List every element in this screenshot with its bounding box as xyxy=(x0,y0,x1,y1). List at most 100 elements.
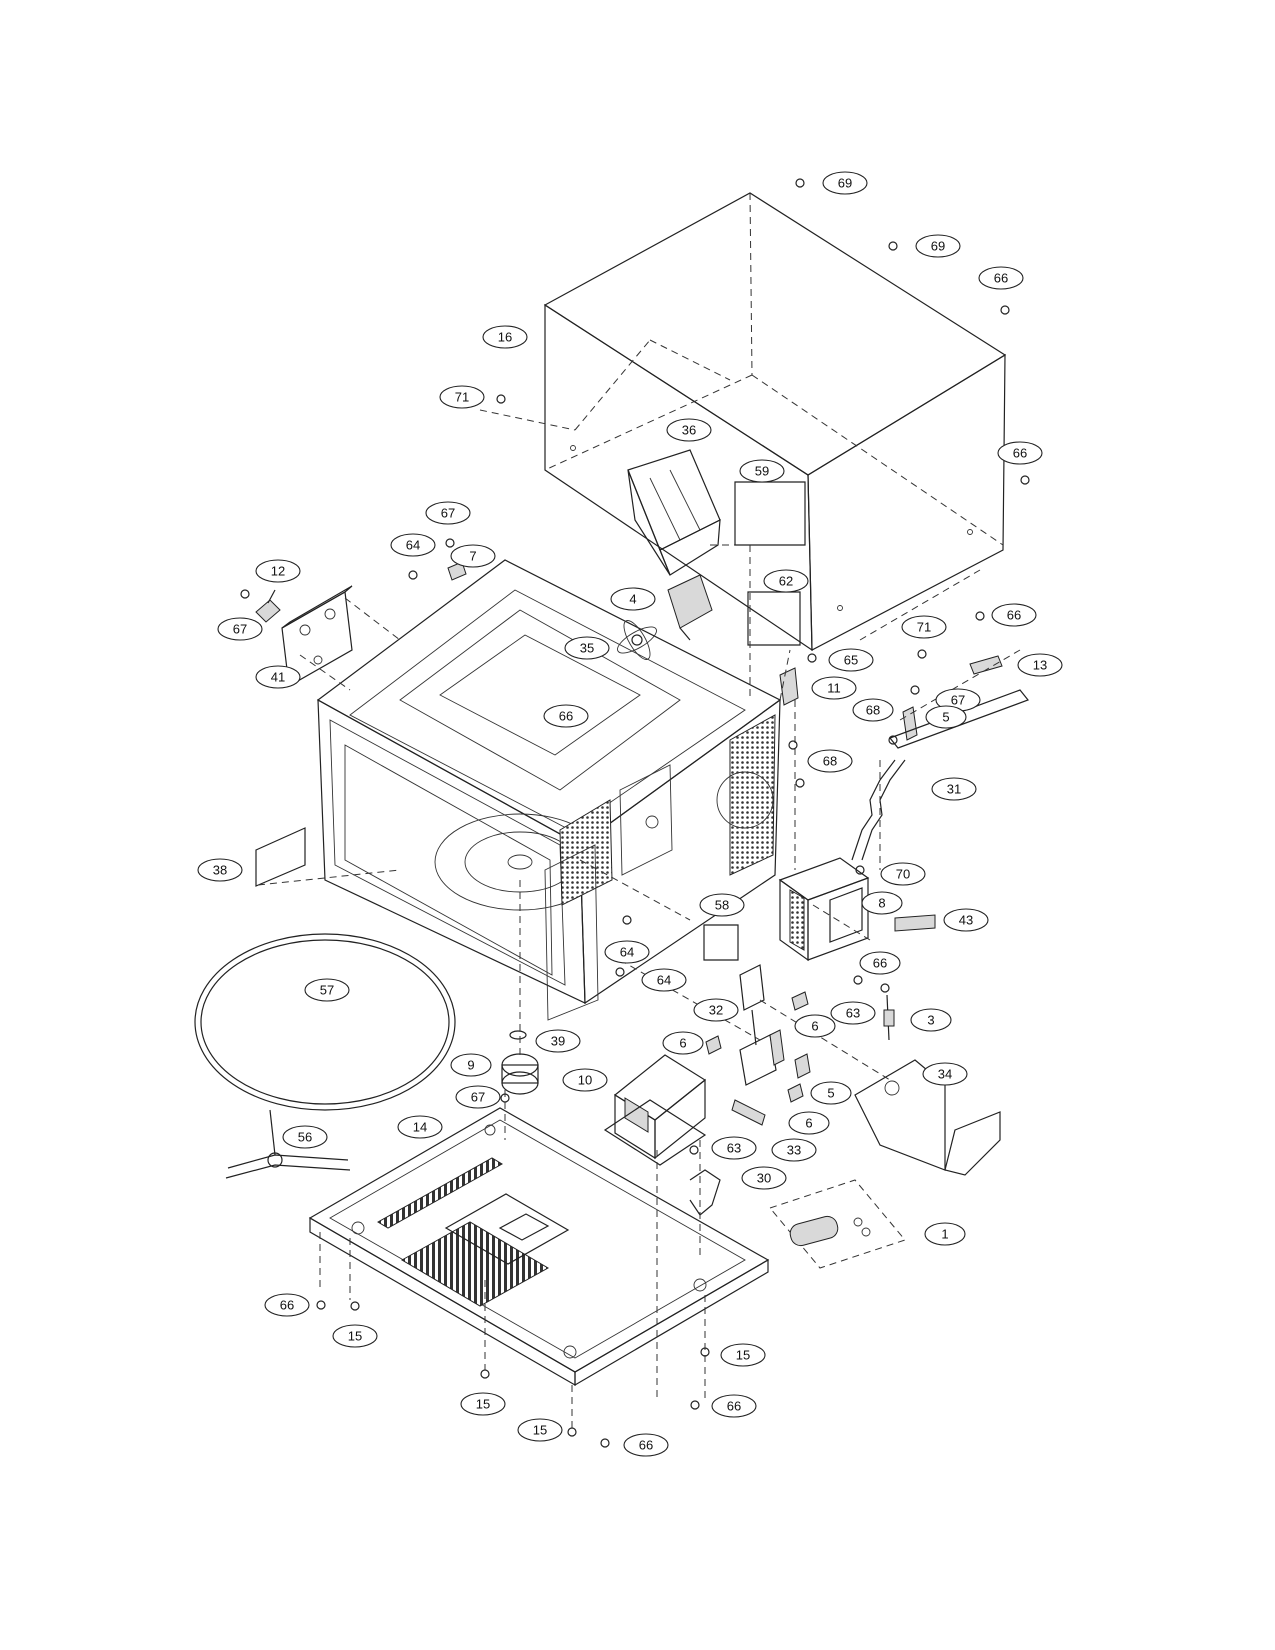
callout-label: 67 xyxy=(441,506,455,521)
callout-6: 6 xyxy=(788,1111,830,1135)
callout-label: 7 xyxy=(469,549,476,564)
callout-label: 66 xyxy=(280,1298,294,1313)
callout-label: 69 xyxy=(838,176,852,191)
fan-motor-part-4 xyxy=(667,574,713,641)
callout-15: 15 xyxy=(460,1392,506,1416)
callout-label: 35 xyxy=(580,641,594,656)
transformer-part-8 xyxy=(778,857,870,962)
callout-label: 67 xyxy=(471,1090,485,1105)
callout-label: 36 xyxy=(682,423,696,438)
screws xyxy=(240,178,1030,1448)
callout-label: 66 xyxy=(994,271,1008,286)
callout-6: 6 xyxy=(662,1031,704,1055)
callout-64: 64 xyxy=(390,533,436,557)
callout-label: 67 xyxy=(951,693,965,708)
callout-label: 70 xyxy=(896,867,910,882)
callout-label: 66 xyxy=(873,956,887,971)
callout-67: 67 xyxy=(935,688,981,712)
callout-38: 38 xyxy=(197,858,243,882)
callout-33: 33 xyxy=(771,1138,817,1162)
callout-64: 64 xyxy=(641,968,687,992)
callout-label: 3 xyxy=(927,1013,934,1028)
callout-6: 6 xyxy=(794,1014,836,1038)
callout-label: 30 xyxy=(757,1171,771,1186)
callout-label: 62 xyxy=(779,574,793,589)
callout-66: 66 xyxy=(859,951,901,975)
callout-label: 5 xyxy=(827,1086,834,1101)
coupler-part-56 xyxy=(225,1109,351,1179)
callout-label: 57 xyxy=(320,983,334,998)
callout-label: 6 xyxy=(805,1116,812,1131)
callout-66: 66 xyxy=(978,266,1024,290)
callout-65: 65 xyxy=(828,648,874,672)
switch-part-5a xyxy=(902,706,918,741)
callout-label: 11 xyxy=(827,681,841,696)
roller-ring-part-57 xyxy=(194,933,456,1111)
label-part-38 xyxy=(255,827,306,887)
callout-15: 15 xyxy=(517,1418,563,1442)
callout-label: 66 xyxy=(1013,446,1027,461)
latch-part-12 xyxy=(255,589,281,623)
fuse-part-3 xyxy=(883,994,895,1041)
callout-59: 59 xyxy=(739,459,785,483)
callout-label: 15 xyxy=(476,1397,490,1412)
callout-68: 68 xyxy=(807,749,853,773)
callout-label: 68 xyxy=(823,754,837,769)
capacitor-part-1 xyxy=(769,1179,906,1269)
callout-39: 39 xyxy=(535,1029,581,1053)
diode-part-33 xyxy=(731,1099,766,1126)
bracket-part-34 xyxy=(854,1059,1001,1176)
callout-label: 38 xyxy=(213,863,227,878)
callout-label: 15 xyxy=(348,1329,362,1344)
bracket-part-30 xyxy=(689,1169,721,1216)
callout-66: 66 xyxy=(711,1394,757,1418)
callout-label: 34 xyxy=(938,1067,952,1082)
callout-label: 16 xyxy=(498,330,512,345)
callout-label: 64 xyxy=(406,538,420,553)
callout-label: 41 xyxy=(271,670,285,685)
callout-label: 6 xyxy=(811,1019,818,1034)
callout-label: 64 xyxy=(657,973,671,988)
callout-label: 5 xyxy=(942,710,949,725)
callout-label: 12 xyxy=(271,564,285,579)
callout-label: 31 xyxy=(947,782,961,797)
callout-58: 58 xyxy=(699,893,745,917)
callout-31: 31 xyxy=(931,777,977,801)
callout-66: 66 xyxy=(623,1433,669,1457)
callout-67: 67 xyxy=(455,1085,501,1109)
washer-part-39 xyxy=(509,1030,527,1040)
callout-68: 68 xyxy=(852,698,894,722)
callout-71: 71 xyxy=(439,385,485,409)
callout-4: 4 xyxy=(610,587,656,611)
callout-label: 66 xyxy=(639,1438,653,1453)
callout-5: 5 xyxy=(810,1081,852,1105)
callout-label: 69 xyxy=(931,239,945,254)
callout-11: 11 xyxy=(811,676,857,700)
callout-32: 32 xyxy=(693,998,739,1022)
callout-14: 14 xyxy=(397,1115,443,1139)
callout-66: 66 xyxy=(264,1293,310,1317)
callout-63: 63 xyxy=(711,1136,757,1160)
callout-1: 1 xyxy=(924,1222,966,1246)
callout-label: 65 xyxy=(844,653,858,668)
thermostat-part-11 xyxy=(779,667,799,706)
callout-8: 8 xyxy=(861,891,903,915)
callout-label: 8 xyxy=(878,896,885,911)
fan-blade-part-35 xyxy=(617,620,657,660)
callout-41: 41 xyxy=(255,665,301,689)
callout-70: 70 xyxy=(880,862,926,886)
callout-66: 66 xyxy=(991,603,1037,627)
duct-part-36 xyxy=(627,449,721,576)
callout-30: 30 xyxy=(741,1166,787,1190)
callout-35: 35 xyxy=(564,636,610,660)
callout-56: 56 xyxy=(282,1125,328,1149)
strip-part-43 xyxy=(894,914,936,932)
callout-69: 69 xyxy=(822,171,868,195)
oven-cavity-chassis xyxy=(316,559,782,1021)
callout-67: 67 xyxy=(217,617,263,641)
callout-label: 71 xyxy=(455,390,469,405)
callout-label: 66 xyxy=(559,709,573,724)
outer-cabinet-part xyxy=(543,192,1007,652)
callout-label: 6 xyxy=(679,1036,686,1051)
